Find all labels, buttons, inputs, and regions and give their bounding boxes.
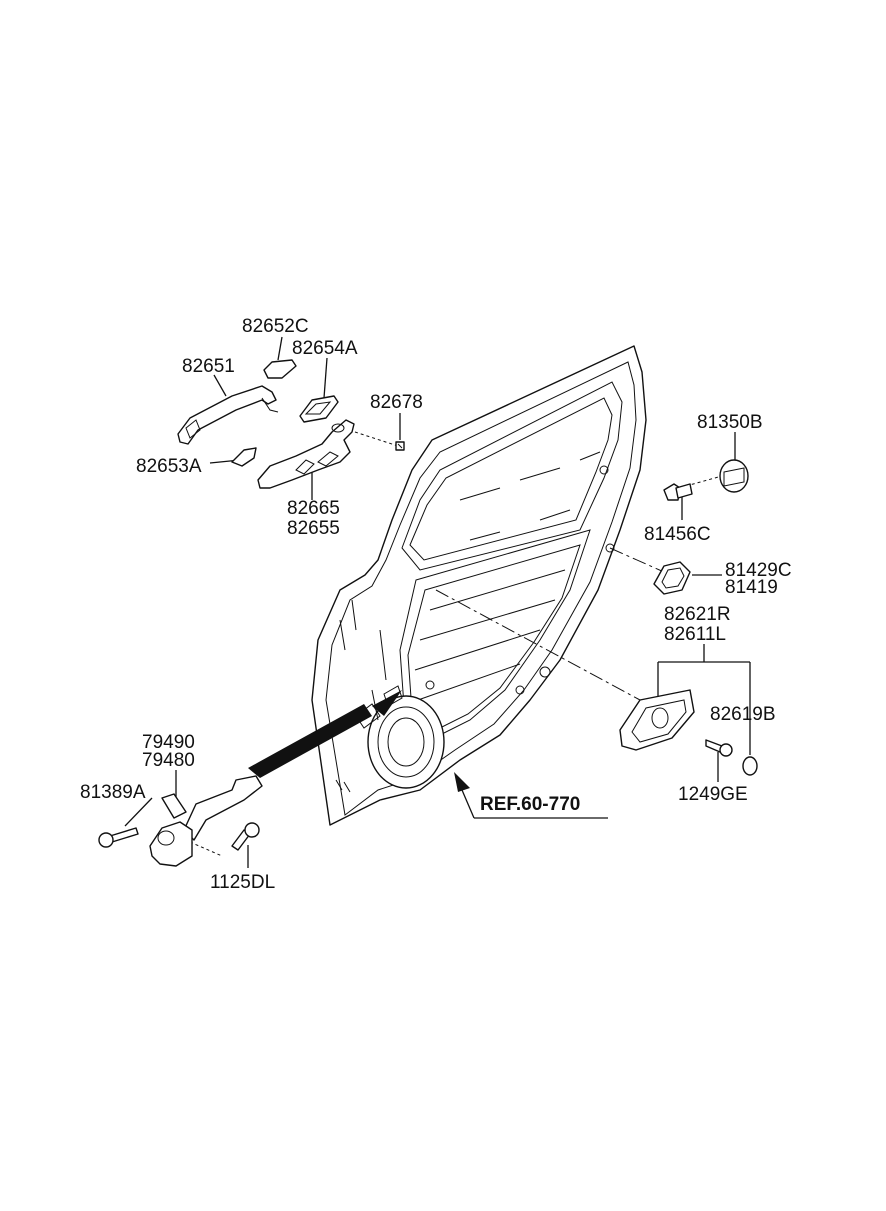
- label-82653A: 82653A: [136, 456, 202, 477]
- label-82651: 82651: [182, 356, 235, 377]
- label-82654A: 82654A: [292, 338, 358, 359]
- ref-arrow-icon: [454, 772, 470, 792]
- label-82621R: 82621R: [664, 604, 731, 625]
- inside-handle-82621R: [619, 689, 695, 751]
- plug-81429C: [653, 561, 691, 595]
- door-check-79490: [149, 775, 263, 867]
- label-ref-60-770: REF.60-770: [480, 794, 580, 815]
- pad-82653A: [231, 447, 257, 467]
- pointer-wedge: [248, 704, 372, 778]
- cap-82619B: [742, 756, 758, 776]
- label-82655: 82655: [287, 518, 340, 539]
- leader-lines: [124, 336, 751, 868]
- bolt-1125DL: [231, 822, 260, 851]
- label-79480: 79480: [142, 750, 195, 771]
- label-1249GE: 1249GE: [678, 784, 748, 805]
- rear-door-panel: [311, 345, 647, 826]
- bolt-81389A: [98, 827, 139, 848]
- label-82678: 82678: [370, 392, 423, 413]
- label-81419: 81419: [725, 577, 778, 598]
- label-1125DL: 1125DL: [210, 872, 275, 893]
- label-81350B: 81350B: [697, 412, 763, 433]
- part-labels: 82652C 82654A 82651 82678 82653A 82665 8…: [80, 316, 792, 893]
- label-81456C: 81456C: [644, 524, 711, 545]
- striker-81350B: [719, 459, 749, 493]
- screw-82678: [395, 441, 405, 451]
- label-82665: 82665: [287, 498, 340, 519]
- label-82652C: 82652C: [242, 316, 309, 337]
- label-82619B: 82619B: [710, 704, 776, 725]
- label-81389A: 81389A: [80, 782, 146, 803]
- screw-1249GE: [705, 739, 733, 757]
- handle-base-82665: [257, 419, 355, 489]
- label-81429C: 81429C: [725, 560, 792, 581]
- pad-82654A: [299, 395, 339, 423]
- pointer-arrow-icon: [372, 690, 402, 716]
- label-79490: 79490: [142, 732, 195, 753]
- outside-handle-82651: [177, 385, 279, 445]
- bolt-81456C: [663, 483, 693, 501]
- label-82611L: 82611L: [664, 624, 726, 645]
- handle-cap-82652C: [263, 359, 297, 379]
